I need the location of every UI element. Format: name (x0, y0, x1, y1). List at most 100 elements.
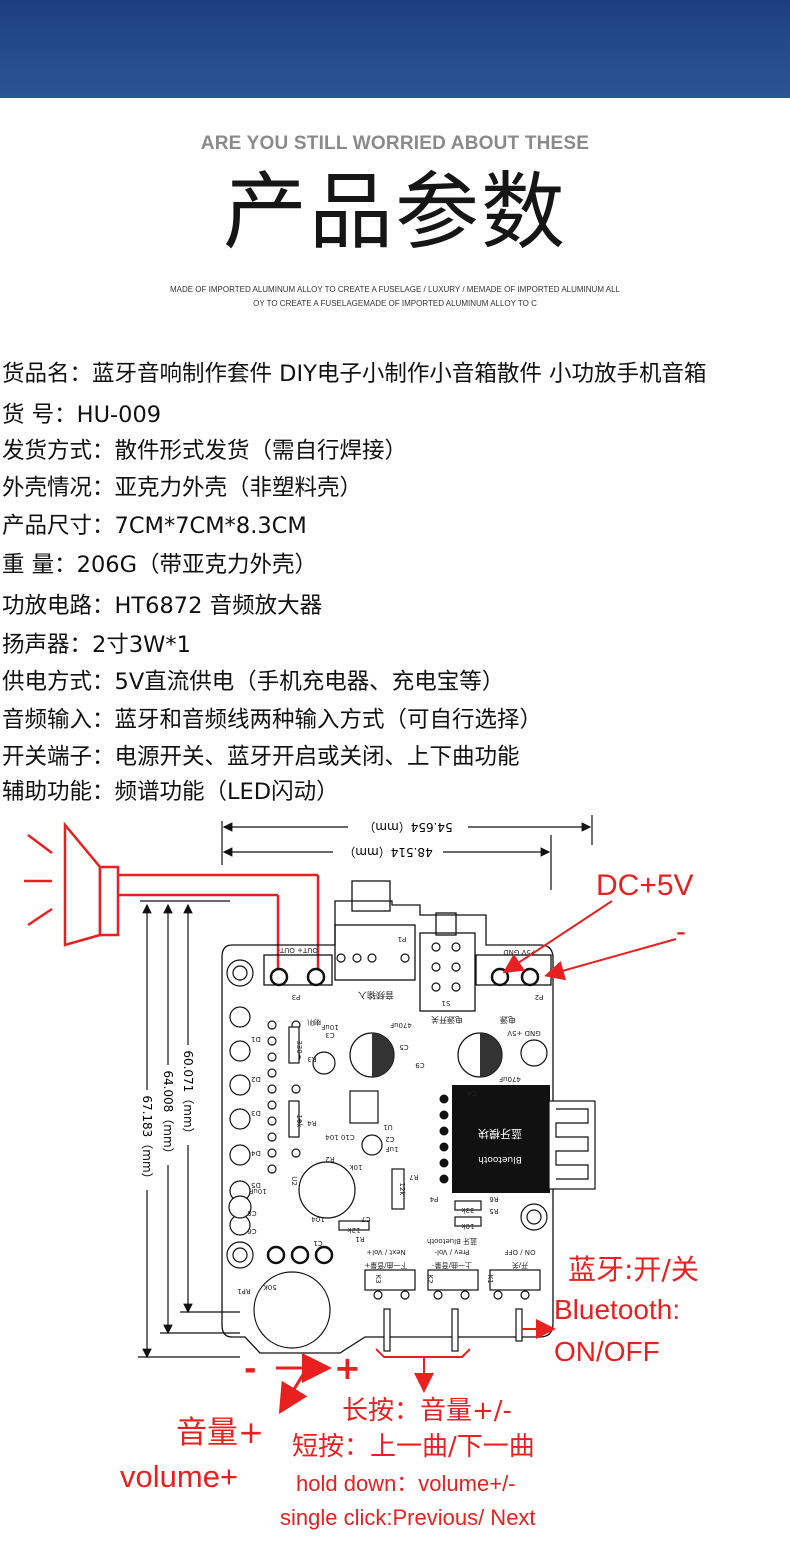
pcb-pot: 50K (263, 1283, 277, 1291)
pcb-u1: U1 (383, 1123, 393, 1131)
pcb-r6: R6 (489, 1195, 499, 1203)
pcb-d1: D1 (251, 1035, 261, 1043)
spec-amplifier: 功放电路：HT6872 音频放大器 (2, 593, 323, 619)
pcb-c1: C1 (313, 1239, 322, 1247)
pcb-cap-470-b: 470uF (499, 1075, 521, 1083)
pcb-p4: P4 (429, 1195, 438, 1203)
vol-en-label: volume+ (120, 1459, 238, 1494)
pcb-r10k-b: 10k (461, 1222, 475, 1230)
bt-switch-cn: 蓝牙:开/关 (568, 1253, 699, 1286)
dim-inner-label: 48.514（mm） (343, 845, 432, 859)
top-banner (0, 0, 790, 98)
dc-5v-label: DC+5V (596, 869, 694, 902)
hold-down-label: hold down：volume+/- (296, 1471, 516, 1496)
single-click-label: single click:Previous/ Next (280, 1505, 536, 1530)
vol-plus-label: + (334, 1349, 361, 1387)
vol-cn-label: 音量+ (176, 1415, 264, 1451)
pcb-audio-in: 音频输入 (358, 989, 394, 1001)
pcb-s1: S1 (442, 999, 451, 1007)
pcb-cap-470: 470uF (390, 1021, 412, 1029)
pcb-kaiguan: 开/关 (512, 1261, 528, 1270)
pcb-c6: C6 (247, 1227, 257, 1235)
spec-casing: 外壳情况：亚克力外壳（非塑料壳） (2, 475, 363, 501)
pcb-d2: D2 (251, 1075, 261, 1083)
vol-callout-arrow (278, 1372, 308, 1415)
tagline-line-1: MADE OF IMPORTED ALUMINUM ALLOY TO CREAT… (169, 285, 621, 294)
pcb-r5: R5 (489, 1207, 498, 1215)
pcb-c5: C5 (399, 1043, 408, 1051)
bt-switch-en-2: ON/OFF (554, 1336, 660, 1367)
short-press-label: 短按：上一曲/下一曲 (292, 1432, 535, 1462)
pcb-gnd-5v-b: GND +5V (507, 1029, 541, 1037)
pcb-cap-104: 104 (311, 1215, 325, 1223)
spec-product-name: 货品名：蓝牙音响制作套件 DIY电子小制作小音箱散件 小功放手机音箱 (2, 361, 707, 387)
page-title: 产品参数 (222, 163, 567, 261)
long-press-label: 长按：音量+/- (342, 1396, 512, 1426)
dim-h3-label: 67.183（mm） (140, 1095, 154, 1184)
bluetooth-module: 蓝牙模块 Bluetooth (438, 1085, 596, 1193)
spec-weight: 重 量：206G（带亚克力外壳） (2, 552, 318, 578)
pcb-prev-vol: Prev / Vol- (434, 1248, 470, 1256)
pcb-r10k-c: 10k (349, 1163, 363, 1171)
spec-shipping: 发货方式：散件形式发货（需自行焊接） (2, 438, 408, 464)
pcb-r1: R1 (355, 1235, 364, 1243)
pcb-p3: P3 (292, 993, 301, 1001)
pcb-cap-10-b: 10uF (249, 1187, 266, 1195)
pcb-r7: R7 (409, 1173, 418, 1181)
english-subtitle: ARE YOU STILL WORRIED ABOUT THESE (200, 133, 590, 154)
pcb-k2: K2 (426, 1274, 434, 1283)
pcb-r4: R4 (307, 1119, 317, 1127)
spec-switches: 开关端子：电源开关、蓝牙开启或关闭、上下曲功能 (2, 744, 520, 770)
pcb-c3: C3 (325, 1031, 334, 1039)
pcb-power: 电源 (500, 1015, 516, 1025)
pcb-r3: R3 (307, 1055, 316, 1063)
pcb-r12k: 12k (398, 1183, 406, 1197)
speaker-icon (24, 821, 320, 981)
pcb-power-switch: 电源开关 (431, 1015, 463, 1025)
spec-power: 供电方式：5V直流供电（手机充电器、充电宝等） (2, 669, 505, 695)
tagline-line-2: OY TO CREATE A FUSELAGEMADE OF IMPORTED … (253, 299, 537, 308)
pcb-uf: 1uF (386, 1145, 399, 1153)
pcb-c9: C9 (415, 1061, 424, 1069)
pcb-r12k-b: 12k (347, 1226, 361, 1234)
pcb-k3: K3 (374, 1274, 382, 1283)
pcb-speaker: 喇叭 (307, 1018, 321, 1027)
dim-outer-label: 54.654（mm） (363, 820, 452, 834)
bt-module-label: 蓝牙模块 (478, 1127, 522, 1140)
pcb-k1: K1 (486, 1274, 494, 1283)
pcb-cap-10: 10uF (321, 1023, 338, 1031)
pcb-d3: D3 (251, 1109, 261, 1117)
bt-module-word: Bluetooth (478, 1154, 522, 1164)
spec-speaker: 扬声器：2寸3W*1 (2, 632, 191, 658)
pcb-c2: C2 (385, 1135, 394, 1143)
pcb-r2: R2 (325, 1155, 334, 1163)
pcb-bt-small: 蓝牙 Bluetooth (427, 1237, 477, 1246)
pcb-c4: C4 (467, 1089, 477, 1097)
pcb-c10: C10 104 (325, 1133, 355, 1141)
pcb-r330: 330 (295, 1040, 303, 1053)
spec-aux-function: 辅助功能：频谱功能（LED闪动） (2, 779, 339, 805)
dim-h2-label: 64.008（mm） (161, 1070, 175, 1159)
dc-plus-arrow (502, 900, 613, 974)
mount-hole-tr (520, 1039, 548, 1067)
pcb-out-label: OUT+ OUT- (278, 946, 318, 954)
pcb-next-vol: Next / Vol+ (366, 1248, 406, 1256)
vol-minus-label: - (244, 1352, 256, 1387)
pcb-xia: 下一曲/音量+ (364, 1261, 407, 1270)
spec-item-number: 货 号：HU-009 (2, 402, 162, 428)
pcb-c7: C7 (361, 1215, 370, 1223)
dc-minus-label: - (676, 915, 686, 948)
pcb-p2: P2 (535, 993, 544, 1001)
button-housings (364, 1269, 541, 1352)
spec-size: 产品尺寸：7CM*7CM*8.3CM (2, 513, 307, 539)
pcb-r10k: 10k (295, 1115, 303, 1129)
pcb-r33k: 33k (461, 1206, 475, 1214)
spec-audio-input: 音频输入：蓝牙和音频线两种输入方式（可自行选择） (2, 707, 543, 733)
dim-h1-label: 60.071（mm） (181, 1050, 195, 1139)
pcb-d4: D4 (251, 1149, 261, 1157)
pcb-onoff: ON / OFF (504, 1248, 535, 1256)
dc-minus-arrow (544, 938, 677, 981)
pcb-gnd-5v: +5V GND (503, 948, 536, 956)
pcb-u2: U2 (290, 1176, 298, 1186)
bt-switch-en-1: Bluetooth: (554, 1294, 680, 1325)
